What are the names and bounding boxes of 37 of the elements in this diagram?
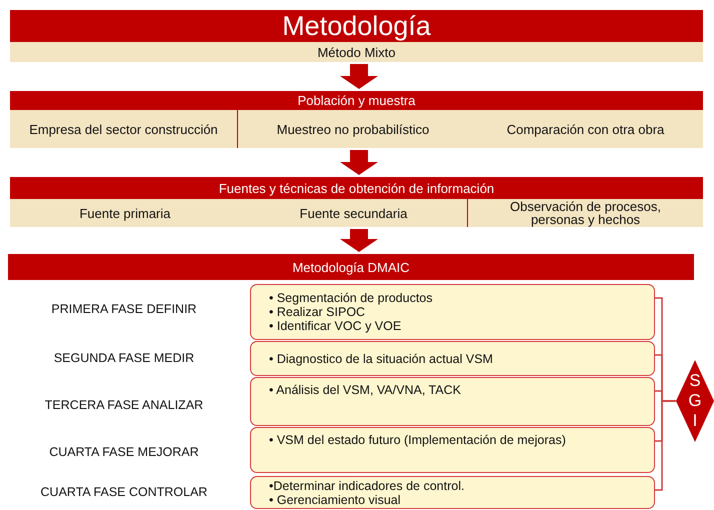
phase-label: CUARTA FASE MEJORAR: [48, 445, 200, 459]
section-band: [10, 177, 703, 227]
phase-label: SEGUNDA FASE MEDIR: [52, 351, 196, 365]
section-item: Observación de procesos, personas y hechos: [468, 199, 703, 227]
section-header: Población y muestra: [10, 91, 703, 110]
bullet-item: • Identificar VOC y VOE: [269, 319, 402, 333]
bullet-item: • Realizar SIPOC: [269, 305, 366, 319]
phase-box: [250, 341, 655, 376]
phase-label: TERCERA FASE ANALIZAR: [44, 398, 204, 412]
bracket-line: [655, 400, 676, 491]
section-item: Comparación con otra obra: [468, 110, 703, 148]
section-band: [10, 91, 703, 148]
section-band: [10, 10, 703, 62]
section-item: Fuente primaria: [10, 199, 240, 227]
phase-label: PRIMERA FASE DEFINIR: [50, 302, 198, 316]
bullet-item: • Segmentación de productos: [269, 291, 434, 305]
bullet-item: •Determinar indicadores de control.: [269, 478, 466, 492]
bullet-item: • Gerenciamiento visual: [269, 492, 402, 506]
section-item: Muestreo no probabilístico: [238, 110, 468, 148]
bullet-item: • VSM del estado futuro (Implementación de mejoras): [269, 433, 567, 447]
diamond-label: S G I: [687, 371, 703, 431]
phase-box: [250, 284, 655, 340]
bullet-item: • Diagnostico de la situación actual VSM: [269, 352, 494, 366]
phase-box: [250, 476, 655, 509]
phase-box: [250, 377, 655, 426]
section-item: Empresa del sector construcción: [10, 110, 238, 148]
section-header: Metodología DMAIC: [8, 254, 694, 280]
block-arrow: [340, 64, 378, 89]
phase-box: [250, 427, 655, 473]
bullet-item: • Análisis del VSM, VA/VNA, TACK: [269, 383, 462, 397]
block-arrow: [340, 229, 378, 252]
phase-label: CUARTA FASE CONTROLAR: [40, 485, 208, 499]
section-header: Fuentes y técnicas de obtención de información: [10, 177, 703, 199]
section-subtitle: Método Mixto: [316, 44, 397, 62]
section-header: Metodología: [10, 10, 703, 42]
block-arrow: [340, 150, 378, 175]
section-item: Fuente secundaria: [240, 199, 468, 227]
